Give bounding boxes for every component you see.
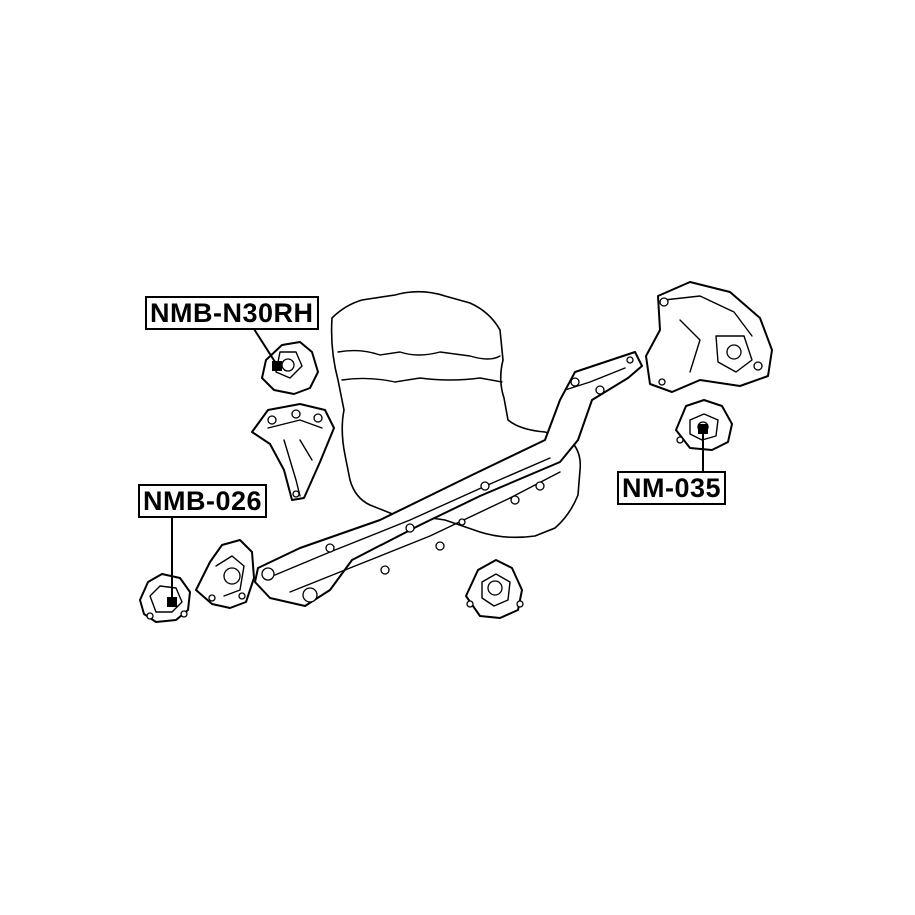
lower-engine-mount <box>465 559 524 619</box>
left-engine-mount <box>139 573 191 623</box>
leader-line-upper <box>253 328 278 366</box>
rear-mount-bracket <box>645 281 773 393</box>
callout-label-upper: NMB-N30RH <box>145 296 319 330</box>
callout-label-rear: NM-035 <box>617 471 727 505</box>
leader-marker-upper <box>272 361 282 371</box>
callout-leaders <box>167 328 708 607</box>
upper-engine-mount <box>261 341 319 395</box>
crossmember <box>254 351 643 607</box>
leader-marker-left <box>167 597 177 607</box>
upper-mount-bracket <box>251 403 335 501</box>
callout-label-left: NMB-026 <box>138 484 268 518</box>
left-mount-bracket <box>195 539 255 609</box>
leader-marker-rear <box>698 424 708 434</box>
